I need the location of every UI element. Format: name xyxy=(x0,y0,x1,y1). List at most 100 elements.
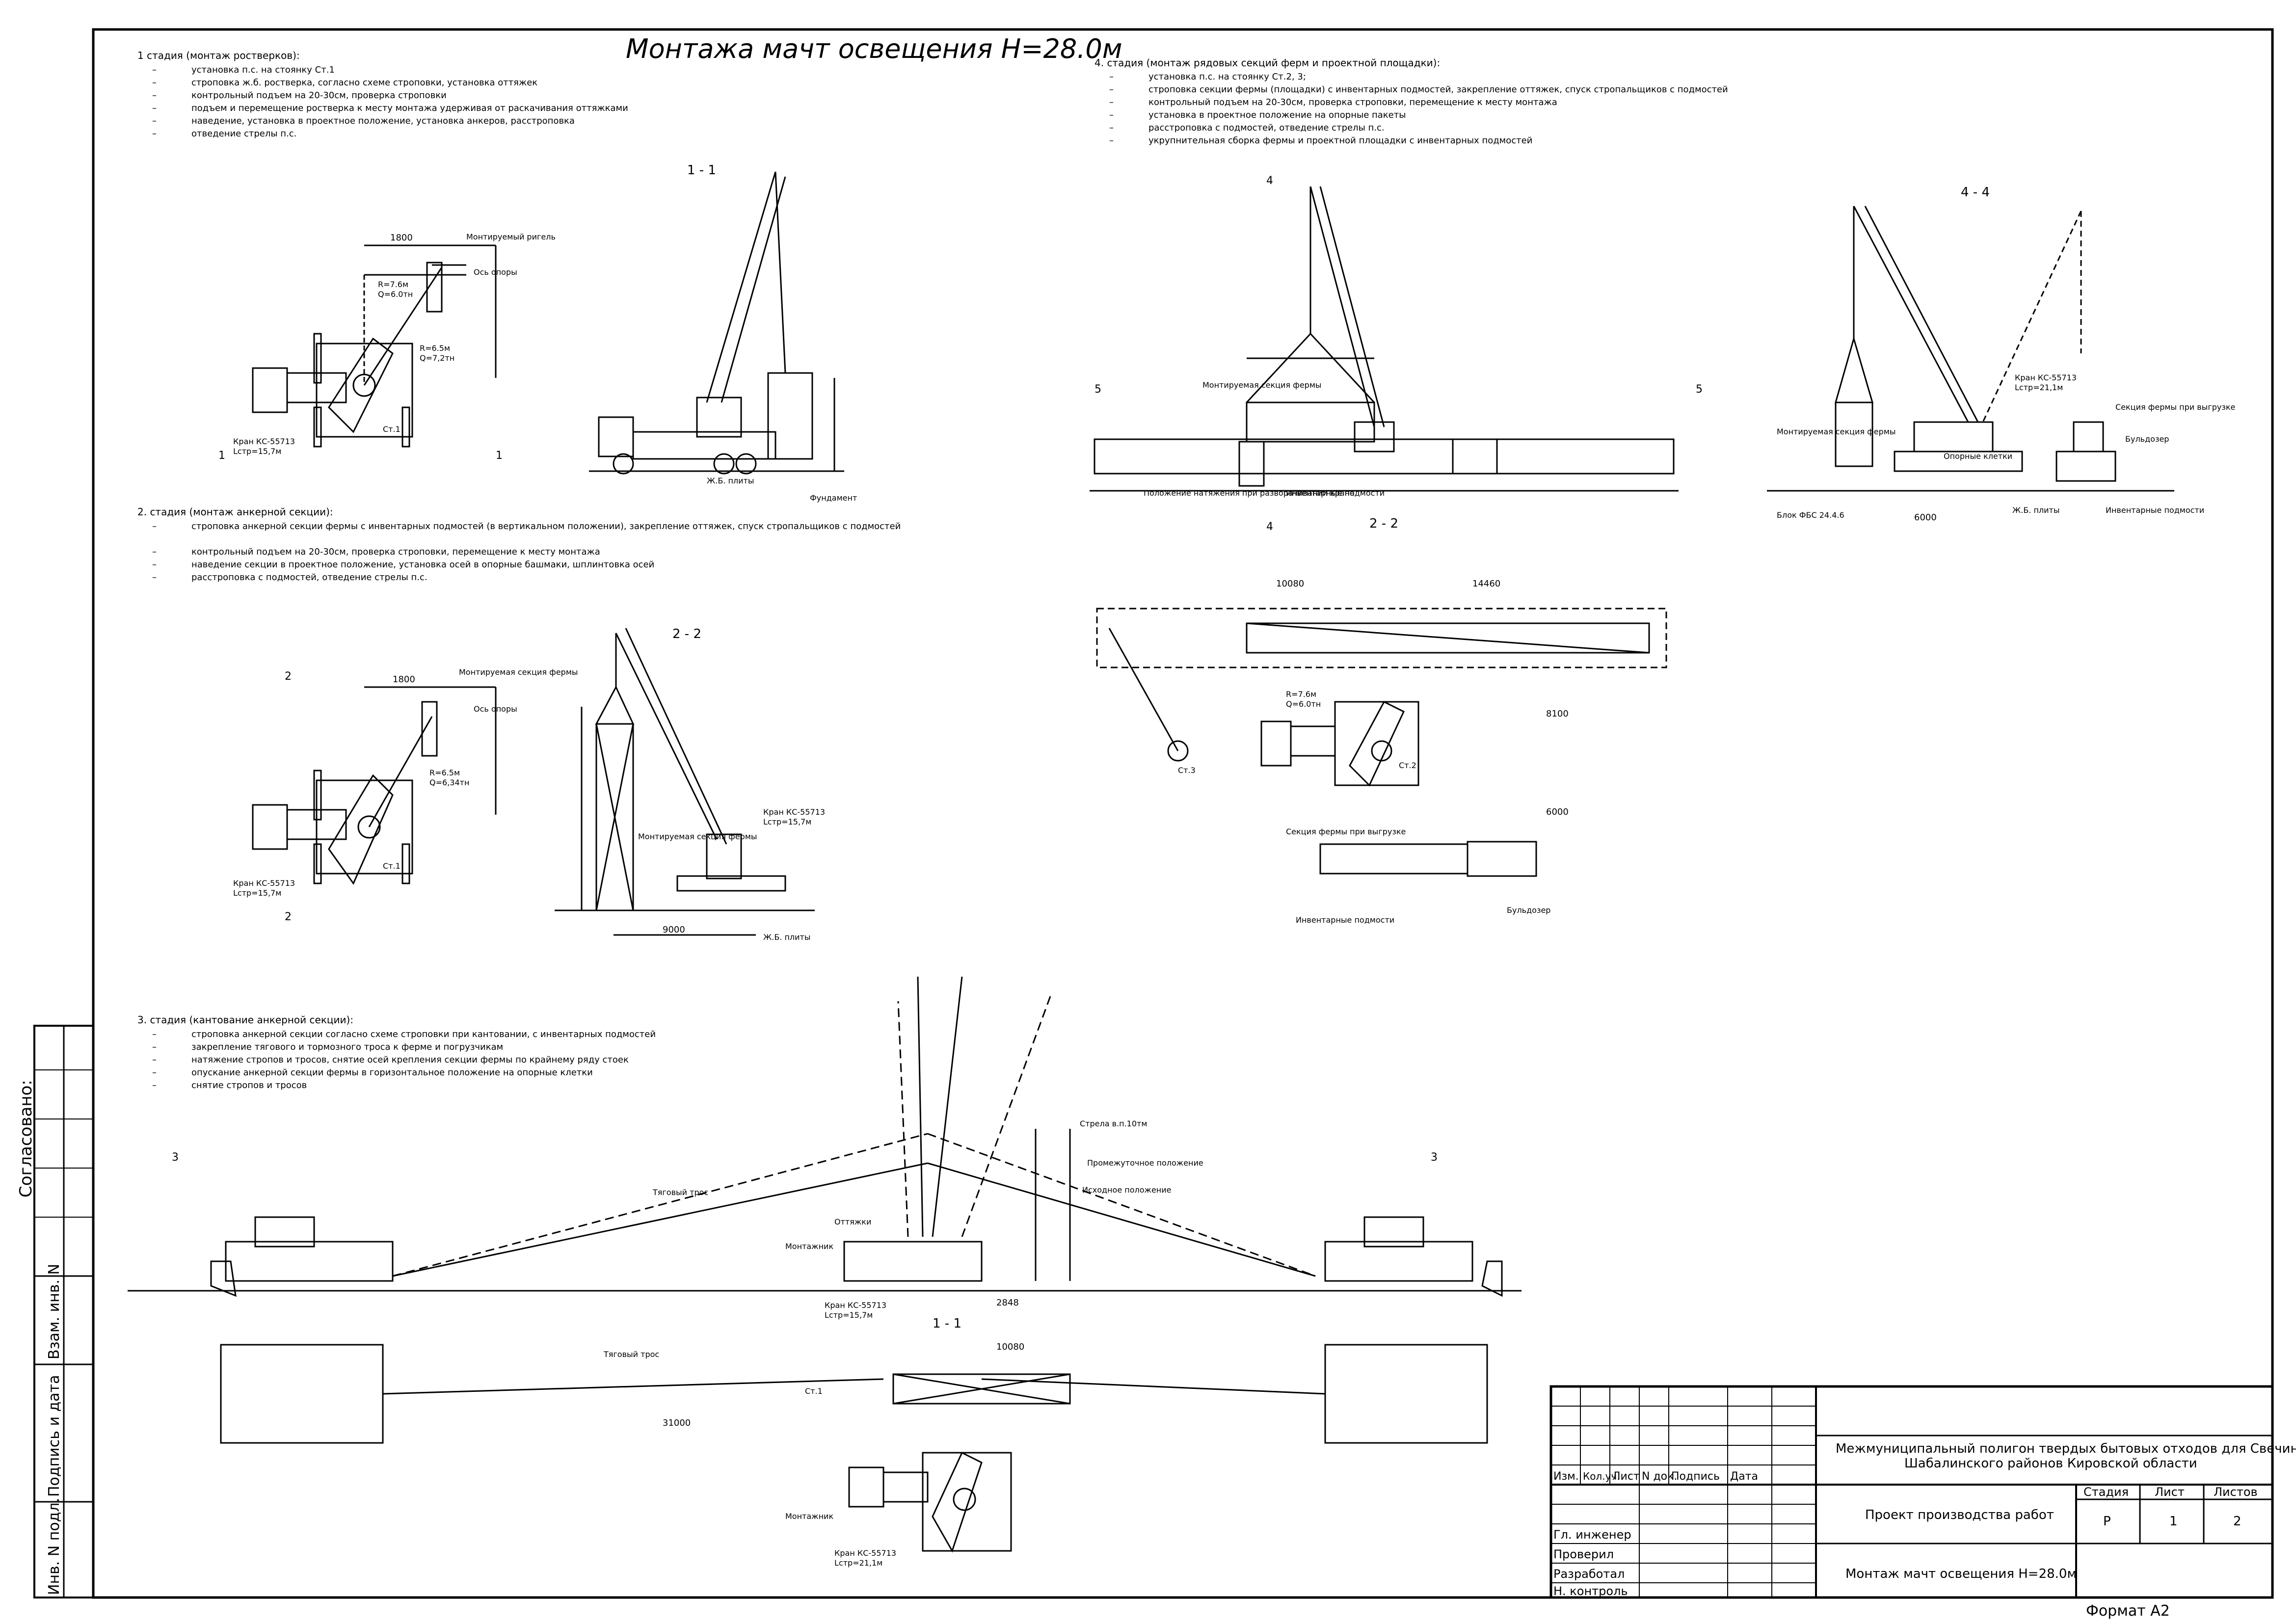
label-montage-section-4: Монтируемая секция фермы xyxy=(1777,427,1896,436)
stage2-plan xyxy=(252,686,497,885)
svg-text:–: – xyxy=(1109,84,1114,95)
svg-text:–: – xyxy=(152,547,157,557)
label-strela: Стрела в.п.10тм xyxy=(1080,1119,1147,1128)
cut-4-top: 4 xyxy=(1266,175,1273,187)
label-r65: R=6.5м xyxy=(420,344,450,353)
svg-text:–: – xyxy=(152,559,157,570)
label-crane-4: Кран КС-55713 xyxy=(2015,373,2077,382)
format-label: Формат А2 xyxy=(2086,1602,2170,1620)
svg-text:–: – xyxy=(152,65,157,75)
label-montage-section-2: Монтируемая секция фермы xyxy=(638,832,757,841)
label-r76-2: R=7.6м xyxy=(1286,690,1316,699)
stage1-notes: 1 стадия (монтаж ростверков): – установка… xyxy=(137,50,628,139)
inv-label: Инв. N подл. xyxy=(46,1498,63,1595)
dim-10080-2: 10080 xyxy=(996,1342,1024,1352)
list-item: снятие стропов и тросов xyxy=(191,1080,307,1091)
tb-row4: Н. контроль xyxy=(1553,1584,1628,1598)
label-q64: Q=6,34тн xyxy=(429,778,469,787)
svg-text:–: – xyxy=(152,1055,157,1065)
label-montazhnik: Монтажник xyxy=(785,1242,833,1251)
list-item: строповка анкерной секции фермы с инвент… xyxy=(191,521,901,532)
soglasovano-label: Согласовано: xyxy=(16,1080,36,1198)
label-boom15-3: Lстр=15,7м xyxy=(763,817,811,826)
stage1-heading: 1 стадия (монтаж ростверков): xyxy=(137,50,300,61)
section-4-4: 4 - 4 xyxy=(1961,185,1990,200)
label-os-opory: Ось опоры xyxy=(474,267,517,277)
label-boom15-4: Lстр=15,7м xyxy=(825,1310,873,1320)
list-item: установка п.с. на стоянку Ст.2, 3; xyxy=(1148,72,1306,82)
tb-row2: Проверил xyxy=(1553,1547,1614,1561)
label-st1: Ст.1 xyxy=(383,425,400,434)
label-promezh: Промежуточное положение xyxy=(1087,1158,1203,1168)
label-zhb: Ж.Б. плиты xyxy=(707,476,754,485)
label-buldozer-4: Бульдозер xyxy=(2125,434,2169,444)
title-block: Изм. Кол.уч. Лист N док. Подпись Дата Гл… xyxy=(1549,1385,2296,1599)
svg-text:–: – xyxy=(152,1029,157,1039)
label-montazhnik-2: Монтажник xyxy=(785,1512,833,1521)
label-r76: R=7.6м xyxy=(378,280,408,289)
label-st3: Ст.3 xyxy=(1178,766,1196,775)
stage3-notes: 3. стадия (кантование анкерной секции): … xyxy=(137,1014,656,1091)
tb-sheet-name: Монтаж мачт освещения Н=28.0м xyxy=(1845,1567,2077,1581)
cut-2-bottom: 2 xyxy=(285,911,292,923)
side-stamp: Согласовано: Взам. инв. N Подпись и дата… xyxy=(16,1025,94,1598)
svg-text:–: – xyxy=(152,572,157,583)
tb-izm: Изм. xyxy=(1553,1470,1579,1483)
label-boom15-2: Lстр=15,7м xyxy=(233,888,281,898)
cut-4-bottom: 4 xyxy=(1266,521,1273,533)
list-item: установка п.с. на стоянку Ст.1 xyxy=(191,65,335,75)
label-montage-section-3: Монтируемая секция фермы xyxy=(1202,380,1322,390)
cut-3-right: 3 xyxy=(1431,1151,1438,1164)
tb-list-h: Лист xyxy=(2155,1485,2185,1499)
tb-project-line1: Межмуниципальный полигон твердых бытовых… xyxy=(1836,1441,2296,1456)
stage2-heading: 2. стадия (монтаж анкерной секции): xyxy=(137,506,333,518)
list-item: строповка анкерной секции согласно схеме… xyxy=(191,1029,656,1039)
dim-8100: 8100 xyxy=(1546,709,1569,719)
section-2-2-stage2: 2 - 2 xyxy=(672,627,701,641)
label-montage-river: Монтируемый ригель xyxy=(466,232,556,241)
tb-list: Лист xyxy=(1612,1470,1640,1483)
tb-listov-h: Листов xyxy=(2214,1485,2258,1499)
stage3-elevation xyxy=(128,976,1522,1297)
stage2-notes: 2. стадия (монтаж анкерной секции): – стр… xyxy=(137,506,901,583)
label-blok: Блок ФБС 24.4.6 xyxy=(1777,510,1844,520)
svg-text:–: – xyxy=(1109,123,1114,133)
stage4-heading: 4. стадия (монтаж рядовых секций ферм и … xyxy=(1095,57,1440,69)
dim-1800: 1800 xyxy=(390,233,413,243)
list-item: строповка секции фермы (площадки) с инве… xyxy=(1148,84,1728,95)
label-montage-section: Монтируемая секция фермы xyxy=(459,667,578,677)
tb-doc-name: Проект производства работ xyxy=(1865,1508,2054,1522)
label-crane-2: Кран КС-55713 xyxy=(233,879,295,888)
cut-2-top: 2 xyxy=(285,670,292,683)
list-item: строповка ж.б. ростверка, согласно схеме… xyxy=(191,78,537,88)
label-os-opory-2: Ось опоры xyxy=(474,704,517,714)
list-item: укрупнительная сборка фермы и проектной … xyxy=(1148,135,1532,146)
stage2-elevation xyxy=(555,628,815,936)
svg-text:–: – xyxy=(152,116,157,126)
cut-3-left: 3 xyxy=(172,1151,179,1164)
label-st1-2: Ст.1 xyxy=(383,861,400,871)
svg-text:–: – xyxy=(152,103,157,113)
list-item: контрольный подъем на 20-30см, проверка … xyxy=(191,547,600,557)
list-item: расстроповка с подмостей, отведение стре… xyxy=(1148,123,1385,133)
dim-6000: 6000 xyxy=(1546,807,1569,817)
tb-row3: Разработал xyxy=(1553,1567,1625,1581)
label-opornye: Опорные клетки xyxy=(1944,452,2012,461)
label-q60: Q=6.0тн xyxy=(378,290,413,299)
tb-ndok: N док. xyxy=(1642,1470,1677,1483)
stage1-plan xyxy=(252,244,497,448)
dim-2848: 2848 xyxy=(996,1298,1019,1308)
section-1-1-stage3: 1 - 1 xyxy=(933,1316,961,1331)
label-tyagovyi: Тяговый трос xyxy=(652,1188,708,1197)
stage1-elevation xyxy=(589,171,844,475)
list-item: закрепление тягового и тормозного троса … xyxy=(191,1042,503,1052)
list-item: опускание анкерной секции фермы в горизо… xyxy=(191,1067,593,1078)
vzam-label: Взам. инв. N xyxy=(46,1264,63,1359)
svg-text:–: – xyxy=(152,90,157,101)
label-crane: Кран КС-55713 xyxy=(233,437,295,446)
stage4-section xyxy=(1767,206,2174,492)
label-st2: Ст.2 xyxy=(1399,761,1416,770)
svg-text:–: – xyxy=(1109,135,1114,146)
label-pol-razv: Положение натяжения при разворачивании к… xyxy=(1144,488,1355,498)
